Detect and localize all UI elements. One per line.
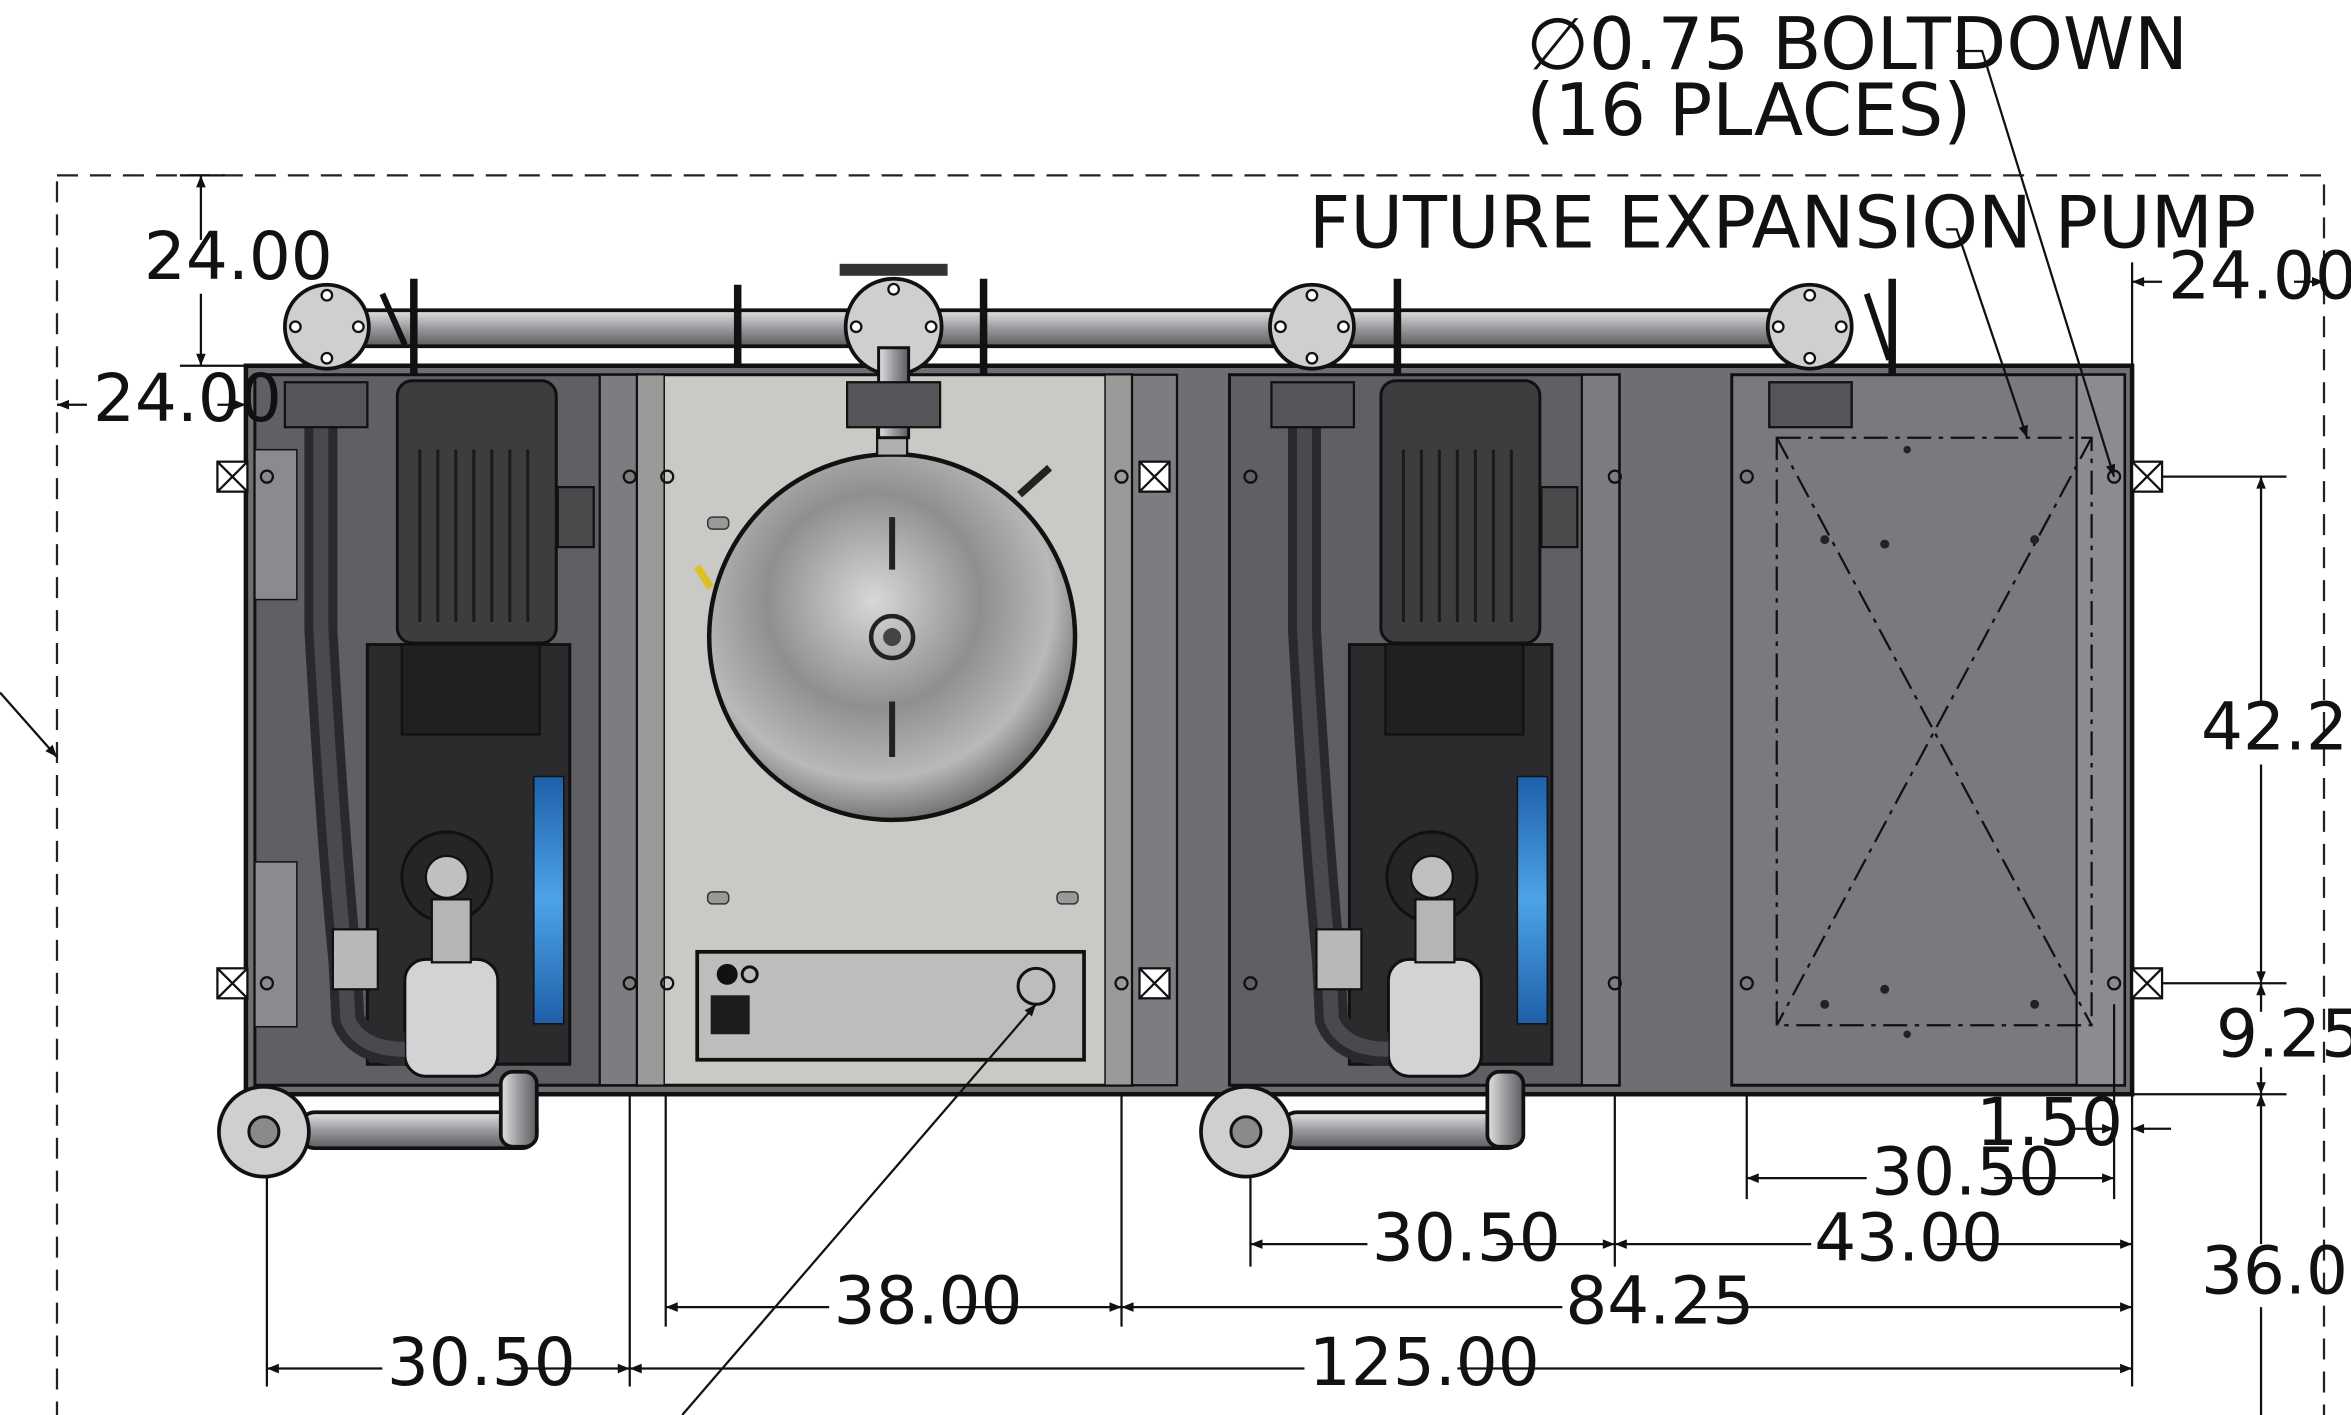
lifting-lugs: [216, 460, 2164, 1000]
dim-right-lower: 9.25: [2216, 996, 2351, 1073]
boltdown-marks: [259, 469, 2122, 991]
pump-label-2: [1516, 775, 1549, 1025]
clearance-boundary: [55, 174, 2326, 1415]
dim-overall: 125.00: [1309, 1324, 1540, 1401]
control-panel: [695, 949, 1086, 1062]
dimension-labels: 24.00 24.00 24.00 42.25 9.25 36.00 1.50 …: [93, 218, 2351, 1401]
dim-pump2-span: 30.50: [1372, 1200, 1561, 1277]
dim-tank-span: 38.00: [834, 1263, 1023, 1340]
dim-top-left-vertical: 24.00: [144, 218, 333, 295]
boltdown-callout-line2: (16 PLACES): [1526, 68, 1971, 152]
dim-tank-to-end: 84.25: [1565, 1263, 1754, 1340]
dimension-lines: [56, 175, 2325, 1415]
dim-small-offset: 1.50: [1976, 1084, 2123, 1161]
leader-lines: [0, 49, 2116, 1415]
pump-module-1: [253, 373, 639, 1087]
future-pump-callout: FUTURE EXPANSION PUMP: [1309, 180, 2256, 264]
pump-label-1: [533, 775, 565, 1025]
skid-assembly: [216, 263, 2164, 1179]
suction-piping: [217, 1069, 1526, 1179]
dim-left-horizontal: 24.00: [93, 360, 282, 437]
discharge-header: [283, 263, 1896, 440]
dim-right-bottom: 36.00: [2201, 1233, 2351, 1310]
callout-labels: ∅0.75 BOLTDOWN (16 PLACES) FUTURE EXPANS…: [1309, 2, 2256, 264]
pump-module-2: [1130, 373, 1621, 1087]
tank-module: [635, 373, 1134, 1087]
dim-right-top-horizontal: 24.00: [2168, 237, 2351, 314]
dim-pump1-span: 30.50: [387, 1324, 576, 1401]
dim-right-bolt-span: 42.25: [2201, 688, 2351, 765]
boltdown-callout-line1: ∅0.75 BOLTDOWN: [1526, 2, 2188, 86]
dim-expansion-span: 30.50: [1871, 1134, 2060, 1211]
future-expansion-area: [1730, 373, 2127, 1087]
dim-pump2-to-end: 43.00: [1814, 1200, 2003, 1277]
